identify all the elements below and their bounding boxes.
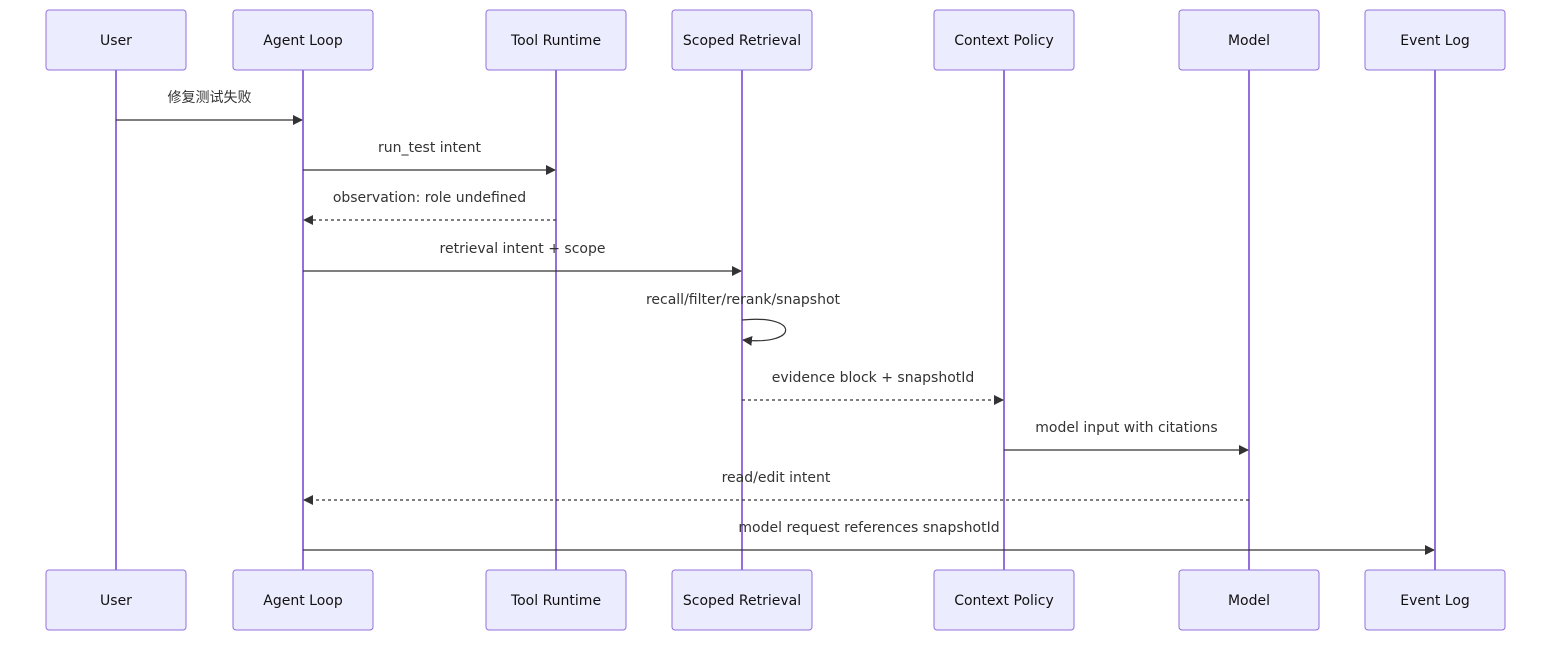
participant-eventlog-top: Event Log	[1364, 9, 1506, 71]
message-1: 修复测试失败	[116, 89, 303, 125]
participant-model-bottom: Model	[1178, 569, 1320, 631]
message-label: observation: role undefined	[333, 190, 526, 206]
message-2: run_test intent	[303, 140, 556, 175]
participant-tool-top: Tool Runtime	[485, 9, 627, 71]
message-label: model input with citations	[1035, 420, 1217, 436]
participant-box	[45, 9, 187, 71]
participant-box	[671, 9, 813, 71]
participant-label: Model	[1228, 593, 1270, 609]
participant-box	[232, 9, 374, 71]
participant-tool-bottom: Tool Runtime	[485, 569, 627, 631]
participant-user-top: User	[45, 9, 187, 71]
participant-label: Scoped Retrieval	[683, 33, 801, 49]
participant-retrieval-top: Scoped Retrieval	[671, 9, 813, 71]
participant-retrieval-bottom: Scoped Retrieval	[671, 569, 813, 631]
message-label: recall/filter/rerank/snapshot	[646, 292, 841, 308]
message-label: evidence block + snapshotId	[772, 370, 975, 386]
message-7: model input with citations	[1004, 420, 1249, 455]
participant-label: Event Log	[1400, 33, 1470, 49]
message-label: retrieval intent + scope	[440, 241, 606, 257]
participant-label: Context Policy	[954, 33, 1054, 49]
participant-user-bottom: User	[45, 569, 187, 631]
participant-box	[1178, 9, 1320, 71]
participant-model-top: Model	[1178, 9, 1320, 71]
participant-label: Agent Loop	[263, 33, 343, 49]
message-label: read/edit intent	[722, 470, 831, 486]
participant-agent-top: Agent Loop	[232, 9, 374, 71]
participant-box	[933, 569, 1075, 631]
participant-box	[45, 569, 187, 631]
message-label: run_test intent	[378, 140, 482, 156]
participant-box	[485, 569, 627, 631]
participant-box	[1178, 569, 1320, 631]
participant-box	[232, 569, 374, 631]
participant-label: User	[100, 593, 132, 609]
participant-box	[933, 9, 1075, 71]
self-message-arrow	[741, 318, 786, 346]
messages: 修复测试失败 run_test intent observation: role u…	[116, 89, 1435, 555]
participant-eventlog-bottom: Event Log	[1364, 569, 1506, 631]
participant-label: Tool Runtime	[510, 593, 601, 609]
message-label: 修复测试失败	[168, 89, 252, 106]
participant-label: Context Policy	[954, 593, 1054, 609]
participant-box	[1364, 569, 1506, 631]
participant-box	[1364, 9, 1506, 71]
message-4: retrieval intent + scope	[303, 241, 742, 276]
message-8: read/edit intent	[303, 470, 1249, 505]
participant-label: Model	[1228, 33, 1270, 49]
participant-box	[485, 9, 627, 71]
participant-label: User	[100, 33, 132, 49]
participant-context-top: Context Policy	[933, 9, 1075, 71]
message-5: recall/filter/rerank/snapshot	[646, 292, 841, 346]
participant-label: Agent Loop	[263, 593, 343, 609]
message-6: evidence block + snapshotId	[742, 370, 1004, 405]
participant-label: Scoped Retrieval	[683, 593, 801, 609]
participant-agent-bottom: Agent Loop	[232, 569, 374, 631]
participant-label: Event Log	[1400, 593, 1470, 609]
message-9: model request references snapshotId	[303, 520, 1435, 555]
message-label: model request references snapshotId	[738, 520, 999, 536]
message-3: observation: role undefined	[303, 190, 556, 225]
participant-box	[671, 569, 813, 631]
participant-context-bottom: Context Policy	[933, 569, 1075, 631]
participant-label: Tool Runtime	[510, 33, 601, 49]
lifelines	[115, 70, 1436, 570]
